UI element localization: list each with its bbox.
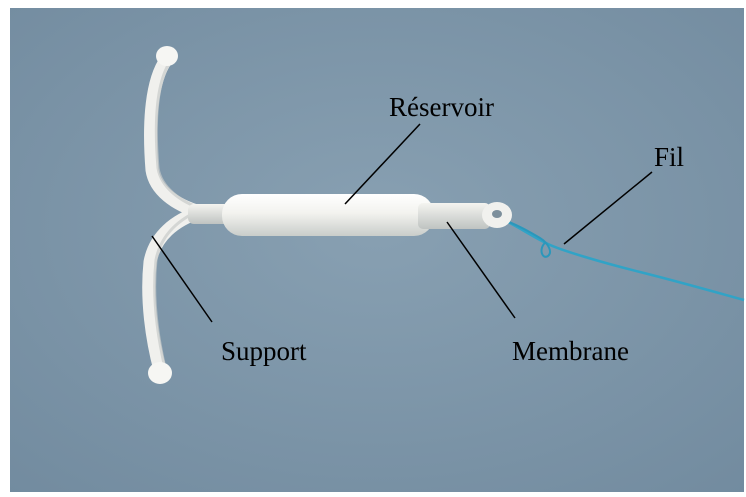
support-tip-top [156,46,178,66]
support-tip-bottom [148,362,172,384]
eyelet-hole [492,210,502,218]
label-reservoir: Réservoir [389,94,494,121]
label-membrane: Membrane [512,338,629,365]
label-support: Support [221,338,307,365]
photo-background [10,8,744,492]
reservoir-body [222,194,434,236]
label-fil: Fil [654,144,684,171]
membrane-sleeve [418,203,490,229]
